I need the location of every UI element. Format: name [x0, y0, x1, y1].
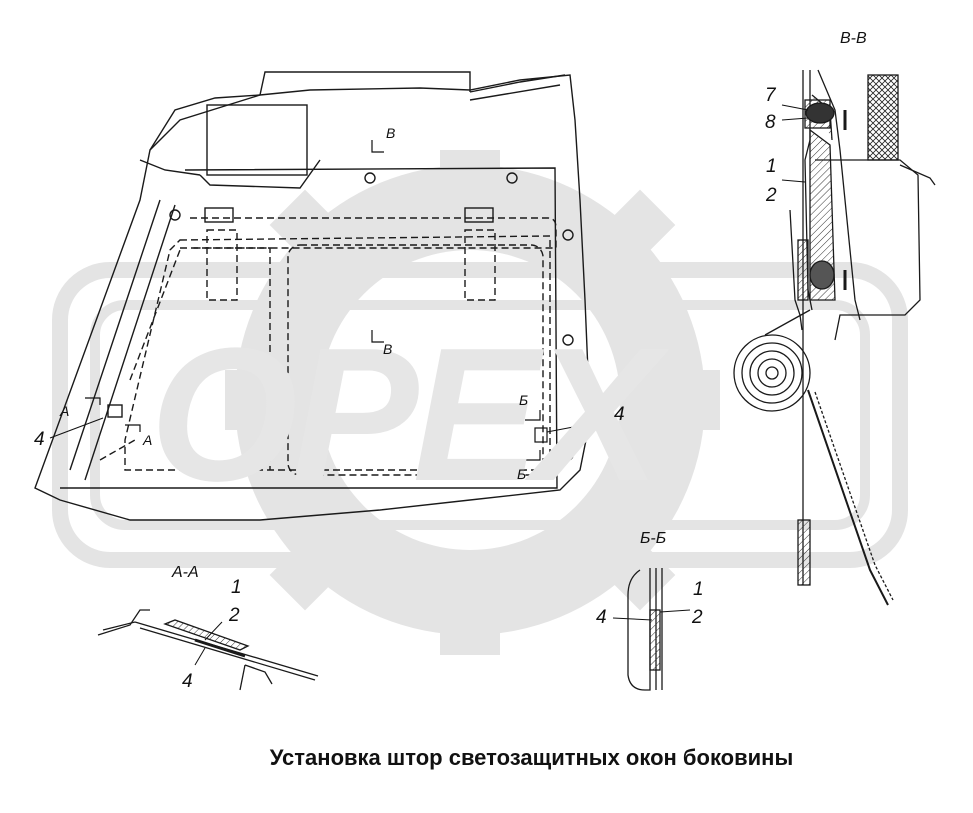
cut-mark-a-left: А	[60, 403, 70, 419]
callout-2-vv: 2	[766, 185, 777, 206]
callout-4-aa: 4	[182, 671, 193, 692]
cut-mark-b-bottom: Б	[517, 466, 527, 482]
side-panel-view	[34, 71, 591, 521]
figure-caption: Установка штор светозащитных окон бокови…	[269, 745, 794, 770]
leader-lines-bb	[612, 609, 691, 621]
leader-lines-main	[49, 417, 611, 439]
cut-marks	[85, 140, 548, 461]
callout-4-bb: 4	[596, 607, 607, 628]
cut-mark-v-bottom: В	[383, 341, 393, 357]
curtain-dashed-outline	[99, 217, 557, 476]
callout-1-vv: 1	[766, 156, 777, 177]
section-vv	[733, 69, 936, 606]
callout-1-aa: 1	[231, 577, 242, 598]
callout-2-aa: 2	[229, 605, 240, 626]
callout-7: 7	[765, 85, 776, 106]
section-title-vv: В-В	[840, 30, 867, 47]
cut-mark-v-top: В	[386, 125, 396, 141]
section-aa	[97, 609, 319, 691]
leader-lines-aa	[194, 621, 223, 666]
callout-4-left: 4	[34, 429, 45, 450]
callout-8: 8	[765, 112, 776, 133]
watermark-text: OPEX	[150, 309, 660, 521]
section-title-aa: А-А	[172, 564, 199, 581]
callout-1-bb: 1	[693, 579, 704, 600]
callout-2-bb: 2	[692, 607, 703, 628]
cut-mark-a-right: А	[143, 432, 153, 448]
leader-lines-vv	[781, 104, 809, 183]
section-bb	[627, 568, 663, 691]
callout-4-right: 4	[614, 404, 625, 425]
cut-mark-b-top: Б	[519, 392, 529, 408]
section-title-bb: Б-Б	[640, 530, 667, 547]
